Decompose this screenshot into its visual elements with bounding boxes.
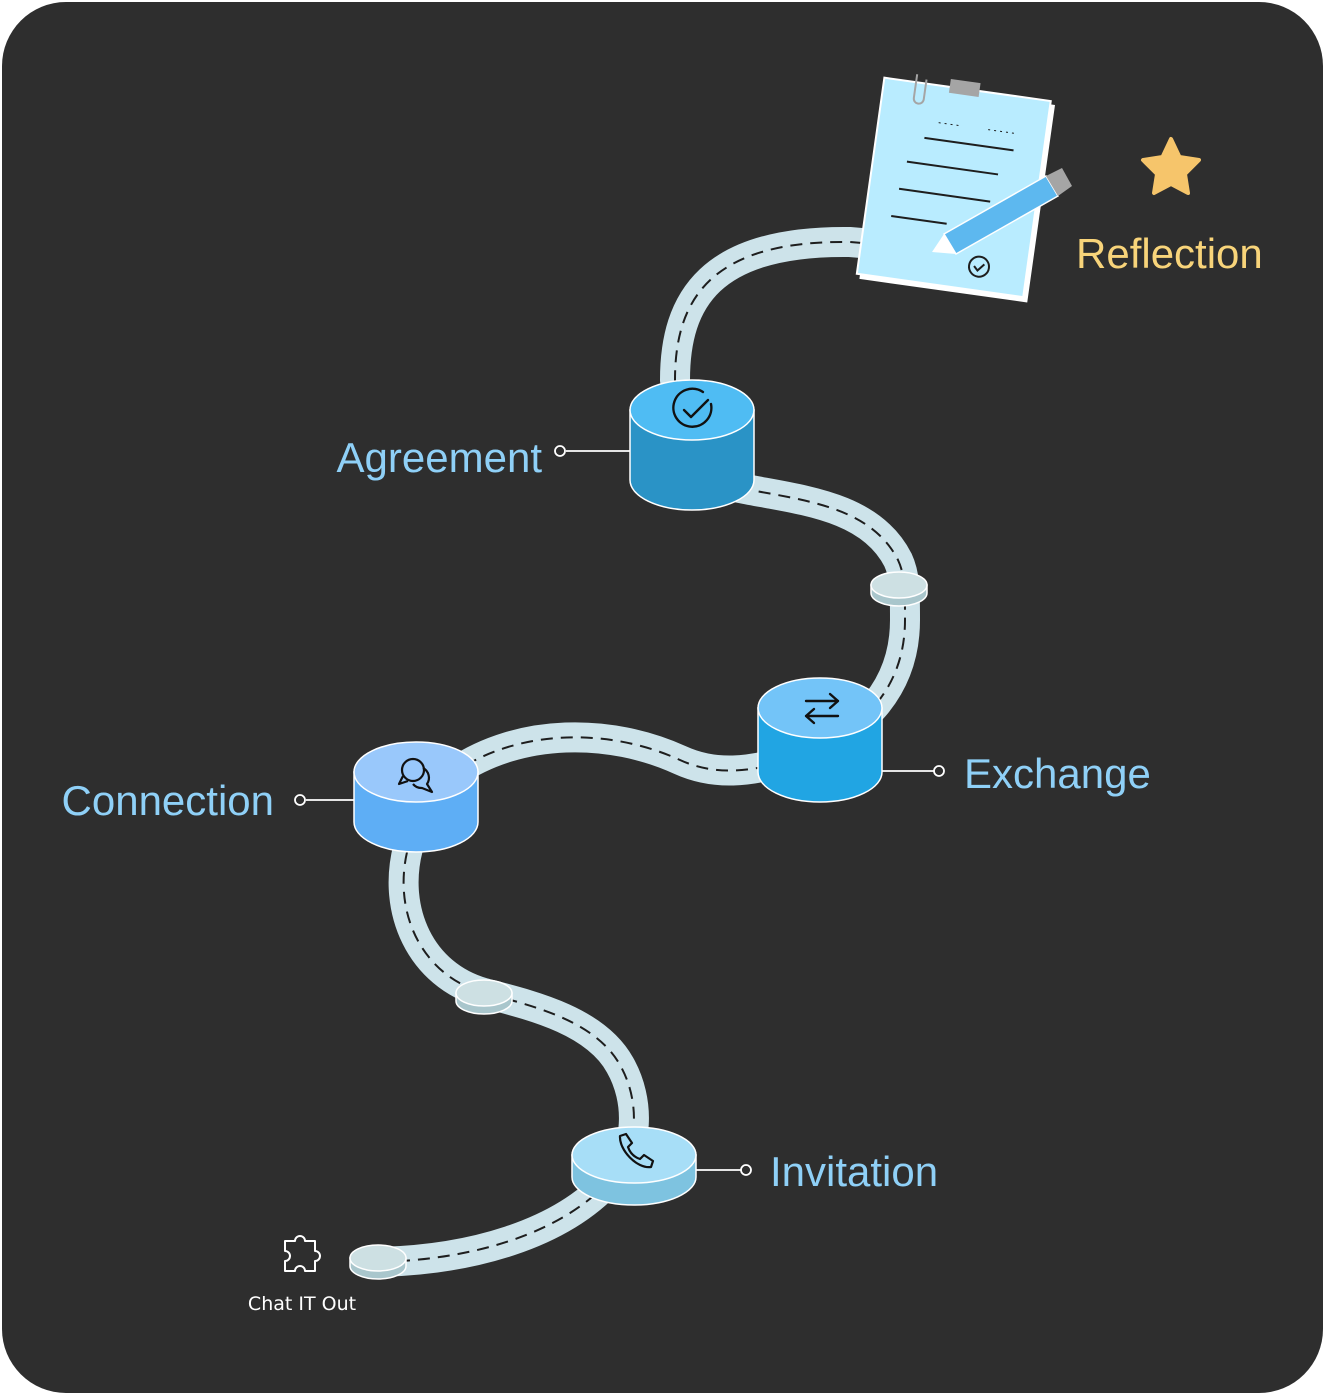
stage-agreement: Agreement	[337, 379, 755, 511]
clipboard-pen-icon	[855, 74, 1056, 303]
waypoint-disk	[455, 979, 513, 1015]
stage-invitation: Invitation	[571, 1126, 938, 1206]
waypoint-disk	[870, 571, 928, 607]
stage-connection: Connection	[62, 741, 479, 853]
stage-label-invitation: Invitation	[770, 1148, 938, 1195]
chat-bubbles-icon	[397, 757, 434, 794]
swap-arrows-icon	[804, 692, 840, 725]
stage-label-connection: Connection	[62, 777, 274, 824]
check-circle-icon	[672, 387, 713, 428]
phone-icon	[618, 1132, 655, 1169]
finish-label: Reflection	[1076, 230, 1263, 277]
pen-icon	[932, 168, 1072, 256]
start-label: Chat IT Out	[248, 1293, 356, 1315]
stage-exchange: Exchange	[757, 677, 1151, 803]
puzzle-piece-icon	[284, 1235, 321, 1272]
stage-label-exchange: Exchange	[964, 750, 1151, 797]
stage-label-agreement: Agreement	[337, 434, 543, 481]
waypoint-disk	[349, 1244, 407, 1280]
star-icon	[1141, 137, 1201, 195]
